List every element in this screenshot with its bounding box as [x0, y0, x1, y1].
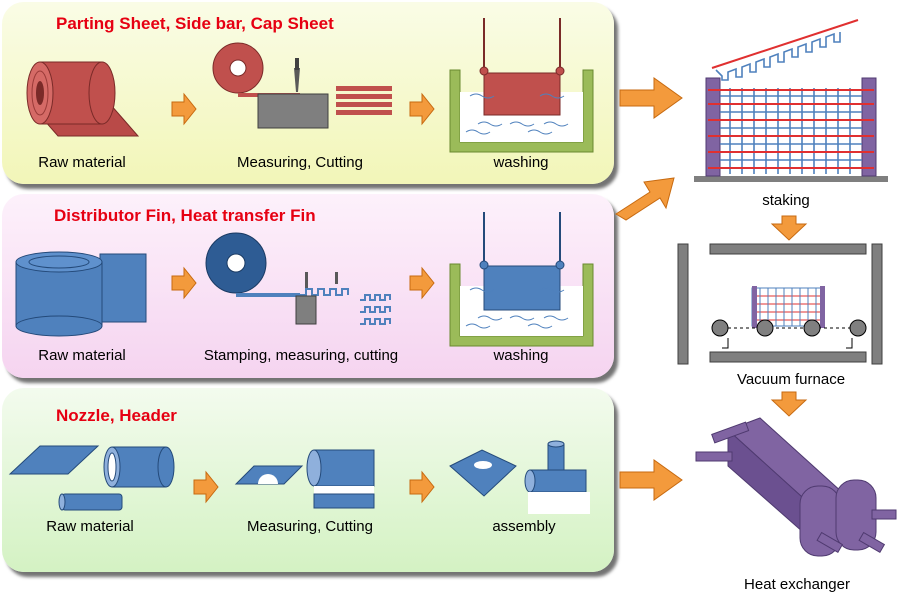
washing-tank-blue-icon	[449, 212, 594, 347]
raw-sheet-roll-icon	[26, 61, 140, 137]
panel-title-sheet: Parting Sheet, Side bar, Cap Sheet	[56, 14, 334, 33]
raw-nozzle-parts-icon	[8, 445, 175, 511]
step-label: Raw material	[38, 347, 126, 364]
arrow-right-icon	[171, 266, 197, 300]
step-label: Measuring, Cutting	[247, 518, 373, 535]
heat-exchanger-icon	[695, 417, 897, 557]
step-label: Raw material	[38, 154, 126, 171]
step-label: washing	[493, 154, 549, 171]
cutting-sheet-icon	[212, 42, 392, 129]
vacuum-furnace-icon	[677, 243, 883, 365]
step-label: assembly	[492, 518, 556, 535]
arrow-to-staking-icon	[615, 177, 675, 221]
step-label-heat-exchanger: Heat exchanger	[744, 576, 850, 593]
step-label: Stamping, measuring, cutting	[203, 347, 399, 364]
arrow-down-icon	[770, 215, 808, 241]
arrow-right-icon	[409, 470, 435, 504]
arrow-right-icon	[171, 92, 197, 126]
arrow-right-icon	[193, 470, 219, 504]
assembly-header-icon	[449, 440, 590, 514]
step-label-staking: staking	[762, 192, 810, 209]
step-label-vacuum-furnace: Vacuum furnace	[736, 371, 846, 388]
arrow-to-heat-exchanger-icon	[619, 459, 683, 501]
stamping-fin-icon	[205, 232, 391, 325]
step-label: Raw material	[46, 518, 134, 535]
washing-tank-red-icon	[449, 18, 594, 153]
arrow-right-icon	[409, 266, 435, 300]
cutting-nozzle-parts-icon	[234, 449, 375, 509]
arrow-down-icon	[770, 391, 808, 417]
arrow-to-staking-icon	[619, 77, 683, 119]
step-label: washing	[493, 347, 549, 364]
panel-nozzle-parts	[2, 388, 614, 572]
arrow-right-icon	[409, 92, 435, 126]
step-label: Measuring, Cutting	[237, 154, 363, 171]
panel-title-fin: Distributor Fin, Heat transfer Fin	[54, 206, 316, 225]
staking-assembly-icon	[694, 19, 888, 182]
panel-title-nozzle: Nozzle, Header	[56, 406, 177, 425]
raw-fin-roll-icon	[15, 251, 147, 337]
